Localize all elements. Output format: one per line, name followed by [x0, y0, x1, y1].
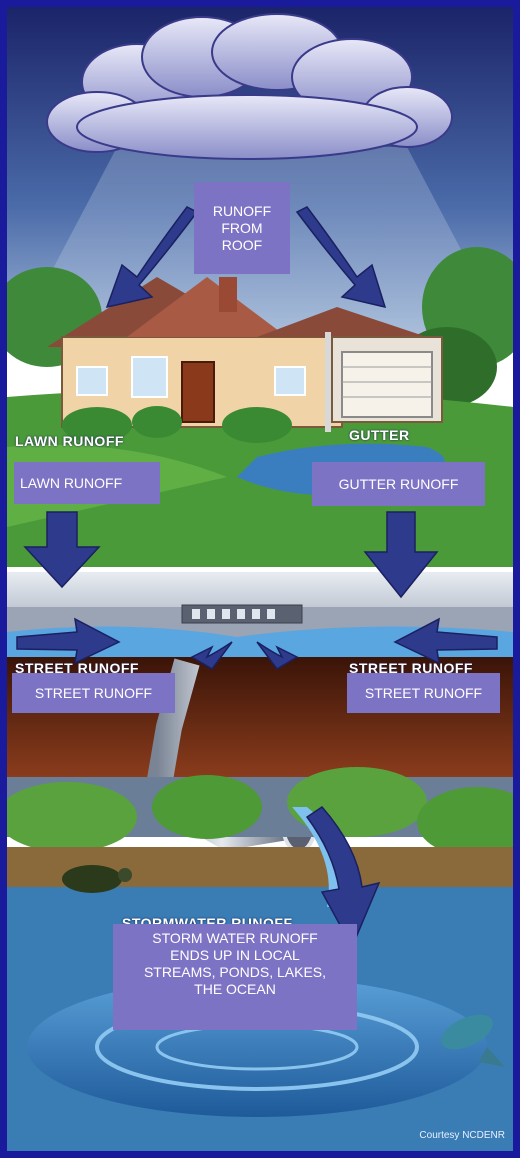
- label-street-runoff-left: STREET RUNOFF: [12, 673, 175, 713]
- image-credit: Courtesy NCDENR: [419, 1130, 505, 1141]
- label-gutter-runoff: GUTTER RUNOFF: [312, 462, 485, 506]
- label-roof-line-2: FROM: [213, 220, 271, 237]
- label-lawn-text: LAWN RUNOFF: [20, 475, 122, 492]
- label-lawn-runoff: LAWN RUNOFF: [14, 462, 160, 504]
- label-storm-water-runoff: STORM WATER RUNOFF ENDS UP IN LOCAL STRE…: [113, 924, 357, 1030]
- label-street-right-text: STREET RUNOFF: [365, 685, 482, 702]
- label-storm-line-1: STORM WATER RUNOFF: [144, 930, 326, 947]
- label-roof-line-1: RUNOFF: [213, 203, 271, 220]
- label-storm-line-2: ENDS UP IN LOCAL: [144, 947, 326, 964]
- label-gutter-text: GUTTER RUNOFF: [339, 476, 459, 493]
- art-caption-gutter: GUTTER: [349, 427, 410, 443]
- label-storm-line-4: THE OCEAN: [144, 981, 326, 998]
- label-runoff-from-roof: RUNOFF FROM ROOF: [194, 182, 290, 274]
- art-caption-lawn: LAWN RUNOFF: [15, 433, 124, 449]
- label-storm-line-3: STREAMS, PONDS, LAKES,: [144, 964, 326, 981]
- label-roof-line-3: ROOF: [213, 237, 271, 254]
- label-street-left-text: STREET RUNOFF: [35, 685, 152, 702]
- label-street-runoff-right: STREET RUNOFF: [347, 673, 500, 713]
